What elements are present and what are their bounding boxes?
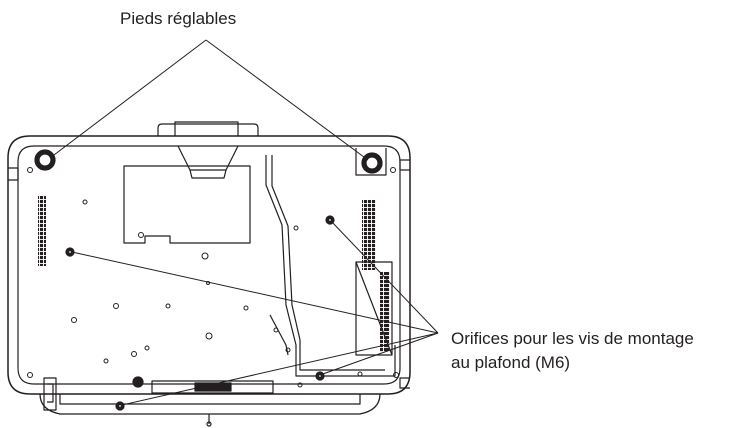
mount-hole-3 (315, 371, 325, 381)
inner-rib-parallel (271, 155, 385, 371)
mount-holes-label-line1: Orifices pour les vis de montage (451, 329, 694, 348)
leader-lines (49, 39, 439, 406)
lamp-cover-panel (123, 165, 251, 244)
right-adjustable-foot (355, 148, 387, 176)
adjustable-feet-label: Pieds réglables (120, 9, 237, 28)
right-side-clip (399, 159, 410, 171)
front-center-dot (206, 421, 212, 427)
right-lower-vent-grille (380, 272, 390, 352)
projector-body-outline (7, 135, 411, 395)
left-adjustable-foot (34, 149, 56, 171)
inner-rib-short (269, 314, 289, 356)
projector-body-inner-outline (17, 145, 401, 385)
left-side-clip (8, 167, 19, 181)
front-left-latch (43, 377, 57, 411)
front-bezel-inner (59, 394, 361, 405)
left-vent-grille (38, 196, 46, 266)
right-lower-clip (399, 377, 410, 389)
front-connector (151, 380, 274, 394)
mount-holes-label-line2: au plafond (M6) (451, 353, 571, 372)
right-vent-grille (362, 200, 376, 270)
lens-funnel (177, 145, 239, 171)
bottom-left-foot-dot (132, 376, 144, 388)
front-bezel (39, 393, 381, 415)
inner-rib (265, 155, 396, 377)
small-screw-holes (27, 167, 399, 388)
mount-hole-4 (115, 401, 125, 411)
lens-housing (157, 121, 259, 136)
lens-funnel-side (189, 169, 227, 179)
